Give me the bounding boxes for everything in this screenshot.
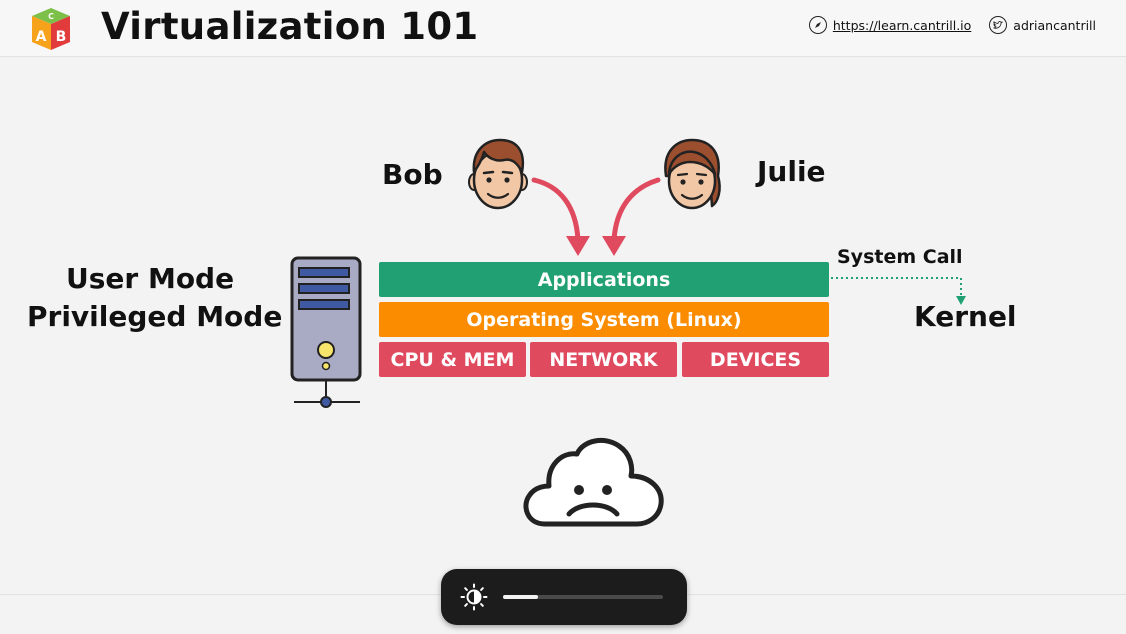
kernel-label: Kernel bbox=[914, 300, 1017, 333]
sad-cloud-icon bbox=[523, 437, 664, 527]
brightness-slider-fill bbox=[503, 595, 539, 599]
network-block: NETWORK bbox=[530, 342, 677, 377]
os-label: Operating System (Linux) bbox=[466, 308, 742, 331]
applications-layer: Applications bbox=[379, 262, 829, 297]
compass-icon bbox=[808, 16, 827, 34]
brightness-slider[interactable] bbox=[503, 595, 663, 599]
devices-label: DEVICES bbox=[709, 348, 802, 371]
twitter-link-group: adriancantrill bbox=[989, 16, 1096, 34]
twitter-handle[interactable]: adriancantrill bbox=[1013, 17, 1096, 33]
bob-label: Bob bbox=[382, 158, 443, 191]
system-call-arrow bbox=[831, 277, 966, 305]
user-mode-label: User Mode bbox=[66, 262, 235, 295]
slide-header: C A B Virtualization 101 https://learn.c… bbox=[0, 0, 1126, 57]
brightness-overlay[interactable] bbox=[441, 569, 687, 625]
header-links: https://learn.cantrill.io adriancantrill bbox=[808, 16, 1096, 34]
website-link-group: https://learn.cantrill.io bbox=[808, 16, 972, 34]
male-face-icon bbox=[468, 138, 528, 210]
network-label: NETWORK bbox=[549, 348, 658, 371]
logo-letter-c: C bbox=[48, 12, 54, 21]
logo-letter-a: A bbox=[36, 29, 47, 45]
devices-block: DEVICES bbox=[682, 342, 829, 377]
system-call-label: System Call bbox=[837, 246, 963, 268]
website-link[interactable]: https://learn.cantrill.io bbox=[832, 17, 972, 33]
cpu-mem-label: CPU & MEM bbox=[390, 348, 515, 371]
logo-letter-b: B bbox=[56, 29, 67, 45]
bob-arrow-head bbox=[566, 236, 590, 256]
server-tower-icon bbox=[290, 256, 362, 408]
user-arrows bbox=[531, 177, 661, 256]
cpu-mem-block: CPU & MEM bbox=[379, 342, 526, 377]
os-layer: Operating System (Linux) bbox=[379, 302, 829, 337]
julie-label: Julie bbox=[757, 155, 826, 188]
page-title: Virtualization 101 bbox=[101, 5, 479, 48]
applications-label: Applications bbox=[537, 268, 671, 291]
female-face-icon bbox=[664, 138, 721, 210]
brightness-icon bbox=[460, 583, 488, 611]
julie-arrow-head bbox=[602, 236, 626, 256]
abc-blocks-logo: C A B bbox=[32, 8, 70, 50]
privileged-mode-label: Privileged Mode bbox=[27, 300, 283, 333]
twitter-bird-icon bbox=[989, 16, 1008, 34]
